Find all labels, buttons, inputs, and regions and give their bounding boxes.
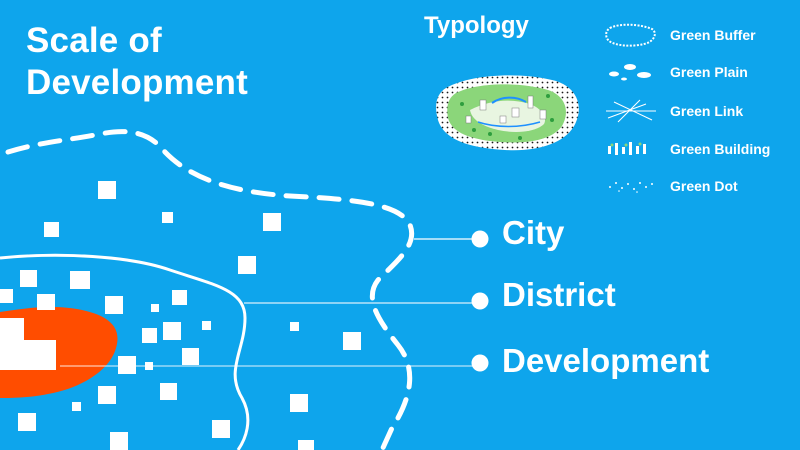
building-block <box>172 290 187 305</box>
building-blocks <box>0 181 361 450</box>
building-block <box>44 222 59 237</box>
building-block <box>142 328 157 343</box>
building-block <box>290 322 299 331</box>
building-block <box>37 294 55 310</box>
building-block <box>343 332 361 350</box>
legend-item-green-plain: Green Plain <box>600 57 795 87</box>
building-block <box>238 256 256 274</box>
legend-item-green-link: Green Link <box>600 96 795 126</box>
building-block <box>98 386 116 404</box>
building-block <box>72 402 81 411</box>
building-block <box>145 362 153 370</box>
building-block <box>182 348 199 365</box>
scale-label-district: District <box>502 276 616 313</box>
building-block <box>202 321 211 330</box>
district-boundary <box>0 253 250 450</box>
building-block <box>263 213 281 231</box>
diagram-title: Scale of Development <box>26 20 248 104</box>
green-dot-icon <box>609 182 653 193</box>
green-link-icon <box>606 99 656 123</box>
building-block <box>298 440 314 450</box>
green-building-icon <box>608 142 646 155</box>
legend-item-green-buffer: Green Buffer <box>600 20 795 50</box>
development-marker <box>471 354 489 372</box>
scale-label-development: Development <box>502 342 710 379</box>
green-buffer-icon <box>605 23 656 47</box>
development-building <box>0 318 56 370</box>
title-line-1: Scale of <box>26 21 162 60</box>
legend-label: Green Plain <box>670 64 748 80</box>
legend-label: Green Building <box>670 141 771 157</box>
typology-title: Typology <box>424 12 529 39</box>
building-block <box>98 181 116 199</box>
city-marker <box>471 230 489 248</box>
building-block <box>163 322 181 340</box>
building-block <box>110 432 128 450</box>
legend-label: Green Buffer <box>670 27 756 43</box>
legend-item-green-building: Green Building <box>600 134 795 164</box>
scale-label-city: City <box>502 214 565 251</box>
building-block <box>70 271 90 289</box>
legend-label: Green Link <box>670 103 744 119</box>
city-boundary <box>5 129 415 450</box>
building-block <box>105 296 123 314</box>
typology-map-illustration <box>436 75 579 151</box>
legend-label: Green Dot <box>670 178 738 194</box>
building-block <box>118 356 136 374</box>
building-block <box>18 413 36 431</box>
green-plain-icon <box>609 64 651 81</box>
building-block <box>0 289 13 303</box>
district-marker <box>471 292 489 310</box>
title-line-2: Development <box>26 63 248 102</box>
building-block <box>212 420 230 438</box>
building-block <box>162 212 173 223</box>
building-block <box>160 383 177 400</box>
building-block <box>151 304 159 312</box>
development-area <box>0 306 118 398</box>
building-block <box>20 270 37 287</box>
legend-item-green-dot: Green Dot <box>600 171 795 201</box>
building-block <box>290 394 308 412</box>
